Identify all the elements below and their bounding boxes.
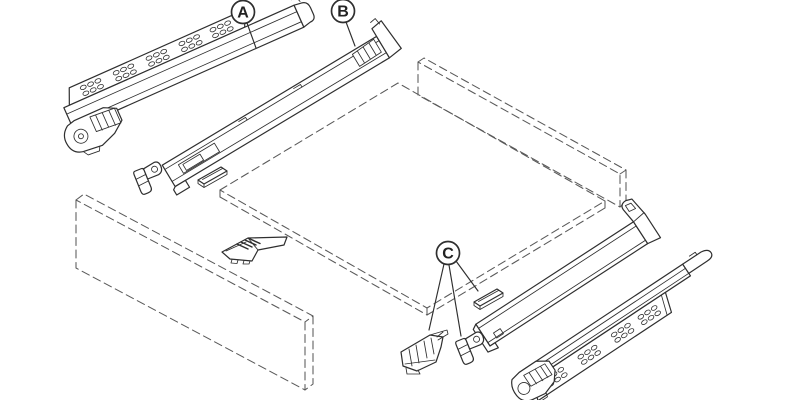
rear-bracket-base-line: [404, 359, 436, 365]
rear-bracket-body: [400, 334, 444, 372]
callout-a-label: A: [237, 5, 249, 22]
rear-bracket-foot: [405, 367, 421, 375]
profile-rear-cassette: [351, 38, 382, 67]
runner-body-lines: [66, 11, 302, 125]
cover-plate-c: [473, 288, 504, 311]
runner-end-cap: [293, 2, 315, 28]
drawer-front-panel-dashed: [75, 193, 314, 391]
profile-tabs: [238, 84, 303, 122]
profile-right-front-cap: [472, 323, 499, 353]
lock-bracket-edge-line: [225, 241, 247, 252]
runner-latch-box: [89, 107, 122, 132]
runner-right-flange-cap: [661, 295, 668, 316]
front-panel-top-edge: [75, 193, 314, 323]
profile-right-face-lines: [478, 225, 646, 344]
runner-right-body-lines: [521, 267, 690, 382]
profile-front-window: [177, 142, 220, 174]
cabinet-runner-right: [511, 249, 713, 400]
callout-a-circle: [230, 0, 256, 25]
lock-bracket-feet: [230, 259, 251, 265]
callout-b-leader: [345, 21, 356, 47]
profile-rear-hook: [370, 18, 381, 25]
runner-roller-hub: [78, 133, 84, 140]
callout-c: C: [428, 240, 479, 337]
callout-b-circle: [330, 0, 356, 24]
drawer-back-panel-dashed: [417, 57, 627, 208]
profile-rear-plate: [371, 20, 402, 59]
callout-c-leader-bracket: [428, 263, 445, 331]
lock-bracket-center: [221, 236, 288, 265]
runner-right-front-latch: [511, 360, 556, 400]
profile-right-hook-lines: [624, 202, 645, 223]
drawer-bottom-panel-dashed: [219, 82, 606, 316]
rear-bracket-ribs: [408, 337, 435, 367]
runner-front-latch: [63, 107, 123, 153]
runner-right-foot: [532, 392, 548, 400]
front-panel-side-edge: [304, 315, 314, 391]
rear-fixing-bracket-c: [400, 329, 449, 375]
callout-a: A: [230, 0, 257, 49]
runner-right-nub: [688, 251, 698, 257]
back-panel-face: [417, 61, 621, 208]
front-panel-face: [75, 199, 306, 391]
runner-right-inner-rail: [682, 249, 713, 274]
profile-front-foot: [173, 179, 191, 196]
callout-a-leader: [246, 22, 257, 49]
lock-bracket-body: [221, 236, 288, 262]
profile-face-lines: [164, 40, 387, 182]
drawer-profile-right: [472, 198, 662, 353]
callout-b: B: [330, 0, 356, 47]
profile-right-notch: [493, 328, 504, 339]
runner-roller: [73, 128, 89, 144]
runner-right-latch-box: [523, 363, 553, 387]
callout-c-label: C: [442, 246, 454, 263]
runner-front-foot: [82, 146, 101, 156]
back-panel-top-edge: [417, 57, 627, 175]
callout-c-leader-clip: [448, 264, 462, 337]
lock-bracket-hatch: [236, 237, 261, 250]
callout-c-leader-plate: [455, 260, 479, 292]
rear-bracket-arm: [429, 329, 449, 341]
callout-b-label: B: [337, 4, 349, 21]
callout-c-circle: [435, 240, 461, 266]
drawer-profile-left: [161, 18, 402, 196]
cabinet-runner-left: [63, 0, 315, 156]
bottom-panel-corner-ticks: [219, 189, 606, 316]
runner-right-roller: [517, 382, 531, 395]
